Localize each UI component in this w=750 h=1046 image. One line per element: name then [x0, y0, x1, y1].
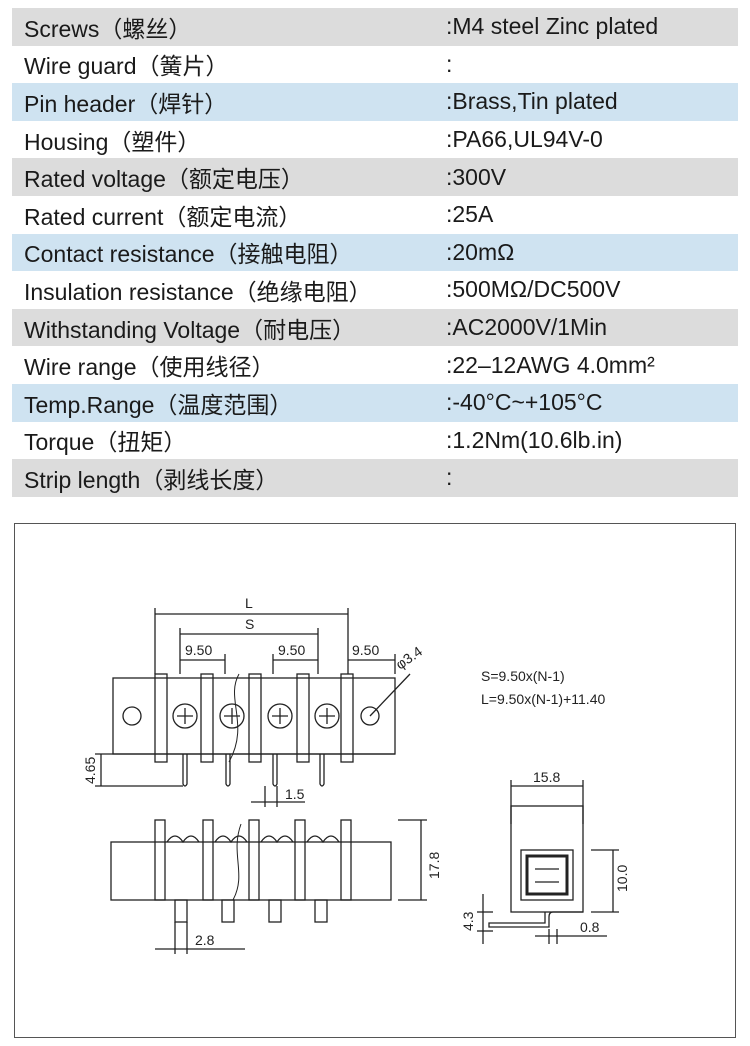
dim-S-label: S: [245, 616, 254, 632]
spec-row: Screws（螺丝） :M4 steel Zinc plated: [12, 8, 738, 46]
spec-row: Withstanding Voltage（耐电压） :AC2000V/1Min: [12, 308, 738, 347]
formula-S: S=9.50x(N-1): [481, 668, 565, 684]
spec-label: Rated current（额定电流）: [24, 203, 302, 230]
hole-diameter-label: φ3.4: [393, 643, 426, 673]
spec-value: :: [446, 464, 453, 491]
pitch-2-label: 9.50: [278, 642, 305, 658]
spec-label: Wire range（使用线径）: [24, 354, 275, 381]
spec-row: Pin header（焊针） :Brass,Tin plated: [12, 83, 738, 121]
spec-value: :22–12AWG 4.0mm²: [446, 351, 655, 378]
spec-label: Pin header（焊针）: [24, 90, 228, 117]
pitch-3-label: 9.50: [352, 642, 379, 658]
spec-row: Wire range（使用线径） :22–12AWG 4.0mm²: [12, 346, 738, 384]
spec-label: Housing（塑件）: [24, 128, 201, 155]
side-view: [110, 819, 427, 954]
spec-value: :20mΩ: [446, 238, 515, 265]
height-43-label: 4.3: [460, 911, 476, 931]
spec-label: Torque（扭矩）: [24, 429, 187, 456]
spec-label: Temp.Range（温度范围）: [24, 391, 293, 418]
spec-row: Wire guard（簧片）:: [12, 45, 738, 84]
spec-value: :AC2000V/1Min: [446, 314, 608, 341]
height-178-label: 17.8: [426, 852, 442, 879]
height-465-label: 4.65: [82, 757, 98, 784]
spec-label: Insulation resistance（绝缘电阻）: [24, 278, 372, 305]
spec-label: Contact resistance（接触电阻）: [24, 241, 353, 268]
drawing-svg: L S 9.50 9.50 9.50 φ3.4 4.65 1.5 17.8 2.…: [82, 595, 630, 954]
spec-value: :300V: [446, 163, 507, 190]
spec-row: Rated current（额定电流） :25A: [12, 195, 738, 234]
spec-label: Strip length（剥线长度）: [24, 466, 279, 493]
spec-label: Withstanding Voltage（耐电压）: [24, 316, 356, 343]
technical-drawing: L S 9.50 9.50 9.50 φ3.4 4.65 1.5 17.8 2.…: [14, 523, 736, 1038]
end-view: [477, 780, 619, 944]
spec-label: Wire guard（簧片）: [24, 53, 229, 80]
spec-label: Rated voltage（额定电压）: [24, 166, 304, 193]
spec-value: :1.2Nm(10.6lb.in): [446, 426, 623, 453]
dim-L-label: L: [245, 595, 253, 611]
spec-value: :Brass,Tin plated: [446, 88, 618, 115]
spec-value: :25A: [446, 201, 494, 228]
spec-value: :-40°C~+105°C: [446, 389, 603, 416]
spec-row: Housing（塑件） :PA66,UL94V-0: [12, 120, 738, 159]
spec-row: Torque（扭矩） :1.2Nm(10.6lb.in): [12, 421, 738, 460]
spec-value: :: [446, 50, 453, 77]
pin-28-label: 2.8: [195, 932, 215, 948]
spec-value: :PA66,UL94V-0: [446, 126, 603, 153]
spec-value: :M4 steel Zinc plated: [446, 13, 659, 40]
spec-label: Screws（螺丝）: [24, 15, 192, 42]
formula-L: L=9.50x(N-1)+11.40: [481, 691, 605, 707]
spec-row: Rated voltage（额定电压） :300V: [12, 158, 738, 196]
spec-value: :500MΩ/DC500V: [446, 276, 621, 303]
spec-row: Contact resistance（接触电阻） :20mΩ: [12, 233, 738, 272]
width-158-label: 15.8: [533, 769, 560, 785]
spec-row: Strip length（剥线长度）:: [12, 459, 738, 497]
thickness-08-label: 0.8: [580, 919, 600, 935]
pitch-1-label: 9.50: [185, 642, 212, 658]
spec-row: Insulation resistance（绝缘电阻） :500MΩ/DC500V: [12, 271, 738, 309]
height-100-label: 10.0: [614, 865, 630, 892]
top-view: [95, 608, 411, 807]
pin-15-label: 1.5: [285, 786, 305, 802]
spec-row: Temp.Range（温度范围） :-40°C~+105°C: [12, 383, 738, 422]
